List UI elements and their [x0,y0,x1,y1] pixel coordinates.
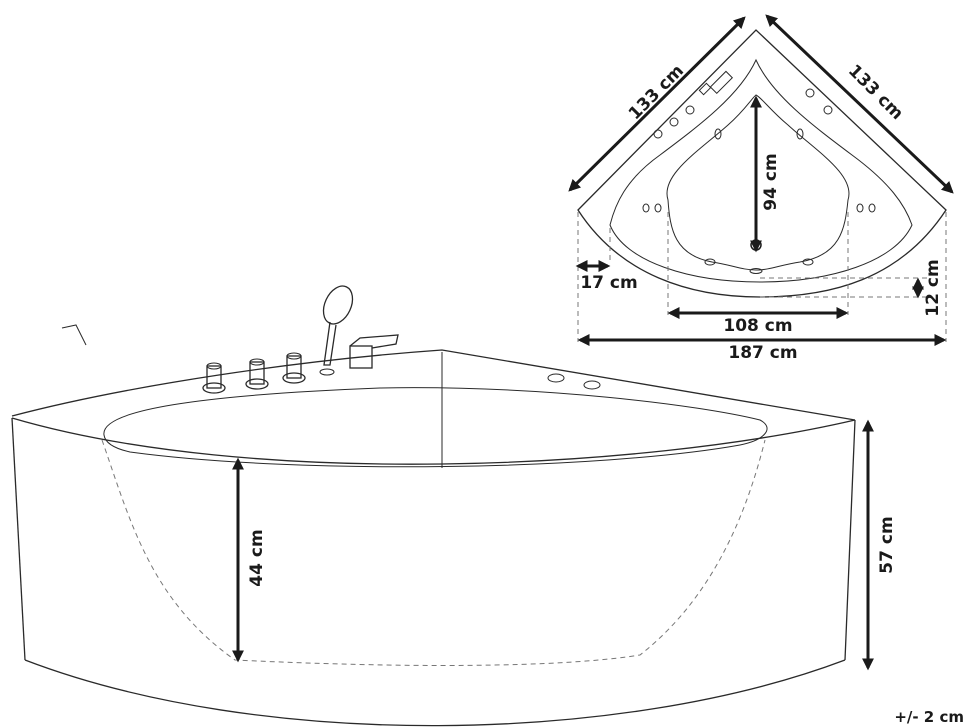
left-side-edge [11,417,26,661]
front-top-edge [11,417,856,465]
jet-nozzles [642,88,876,274]
spout-icon [349,334,399,369]
stray-mark [61,324,87,346]
side-right-arrow [765,14,954,194]
total-height-label: 57 cm [877,516,897,573]
jet-icon [669,117,679,127]
jet-icon [653,129,663,139]
jet-icon [868,203,876,213]
side-left-arrow [568,16,746,192]
rim-offset-label: 17 cm [580,273,637,293]
inner-width-label: 108 cm [723,316,792,336]
fixtures [202,285,601,394]
knob-right-icon [282,352,306,384]
front-offset-label: 12 cm [923,259,943,316]
handshower-icon [319,285,354,376]
front-view: 44 cm 57 cm [11,285,897,727]
tolerance-note: +/- 2 cm [894,708,964,726]
jet-icon [856,203,864,213]
top-view: 133 cm 133 cm 94 cm 17 cm 12 cm 108 cm 1… [568,14,954,363]
top-basin [666,94,850,271]
knob-middle-icon [245,358,269,390]
basin-profile [101,439,766,666]
right-side-edge [844,419,856,661]
top-reference-lines [577,212,947,342]
drain-icon [749,268,763,274]
jet-icon [654,203,662,213]
side-left-label: 133 cm [625,61,688,124]
total-width-label: 187 cm [728,343,797,363]
jet-icon [704,258,716,266]
inner-height-label: 44 cm [247,529,267,586]
inner-depth-label: 94 cm [761,153,781,210]
button-icon [547,373,565,383]
jet-icon [685,105,695,115]
side-right-label: 133 cm [844,61,907,124]
depth-marker-icon [750,239,762,251]
jet-icon [805,88,815,98]
top-outer-outline [577,29,947,298]
jet-icon [642,203,650,213]
bottom-edge [24,659,846,727]
knob-left-icon [202,362,226,394]
jet-icon [823,105,833,115]
deck-back-edge [11,349,856,421]
rim-oval [103,387,768,468]
jet-icon [802,258,814,266]
button-icon [583,380,601,390]
